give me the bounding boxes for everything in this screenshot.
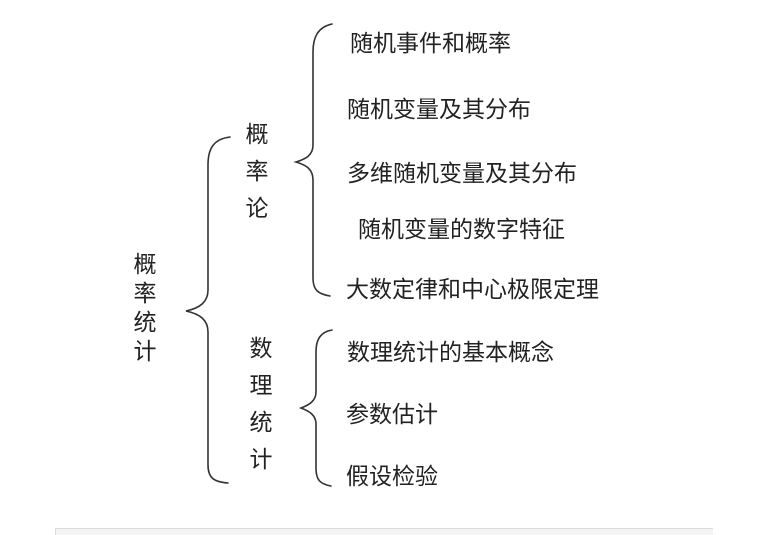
branch-label-probability: 概率论	[241, 122, 267, 233]
leaf-item: 参数估计	[346, 402, 438, 428]
branch-label-statistics: 数理统计	[245, 336, 271, 484]
leaf-item: 多维随机变量及其分布	[347, 161, 577, 187]
root-label: 概率统计	[129, 252, 155, 368]
leaf-item: 随机变量的数字特征	[358, 217, 565, 243]
probability-brace	[293, 23, 333, 297]
leaf-item: 数理统计的基本概念	[347, 340, 554, 366]
leaf-item: 随机事件和概率	[350, 31, 511, 57]
leaf-item: 大数定律和中心极限定理	[346, 277, 599, 303]
bottom-divider	[55, 528, 713, 535]
leaf-item: 随机变量及其分布	[347, 97, 531, 123]
statistics-brace	[298, 329, 333, 487]
root-brace	[185, 136, 231, 484]
leaf-item: 假设检验	[346, 464, 438, 490]
